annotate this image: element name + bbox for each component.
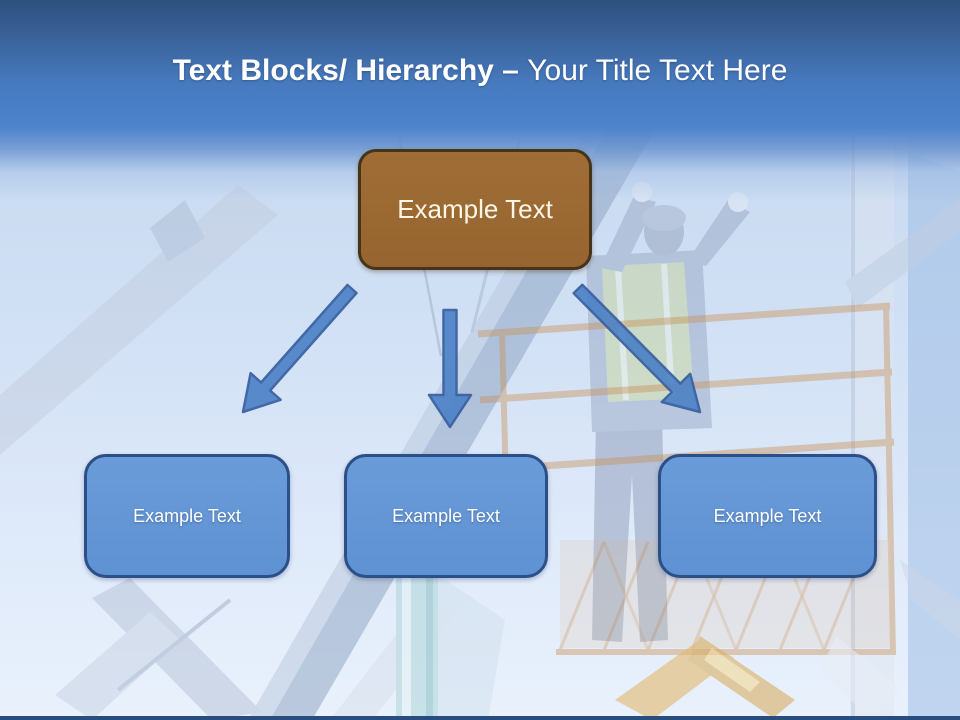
hierarchy-root-box[interactable]: Example Text xyxy=(358,149,592,270)
arrow-down-right-icon[interactable] xyxy=(572,283,702,414)
worker-head xyxy=(644,208,684,256)
worker-safety-vest xyxy=(602,262,694,402)
hierarchy-child-box-2[interactable]: Example Text xyxy=(344,454,548,578)
basket-mesh xyxy=(558,541,870,651)
slide-title[interactable]: Text Blocks/ Hierarchy –Your Title Text … xyxy=(0,54,960,88)
arrow-down-left-icon[interactable] xyxy=(241,283,358,414)
worker-arm-right xyxy=(688,200,750,266)
hierarchy-child-label: Example Text xyxy=(392,505,500,526)
footer-bar xyxy=(0,716,960,720)
hierarchy-root-label: Example Text xyxy=(397,194,553,224)
slide-title-bold: Text Blocks/ Hierarchy – xyxy=(172,54,519,87)
hierarchy-child-box-1[interactable]: Example Text xyxy=(84,454,290,578)
brace-bottom-left-1 xyxy=(92,578,262,720)
hierarchy-child-label: Example Text xyxy=(133,505,241,526)
worker-helmet xyxy=(642,205,686,231)
crane-beam-left xyxy=(0,185,278,455)
machinery-bottom-right xyxy=(615,636,900,720)
hierarchy-child-label: Example Text xyxy=(713,505,822,526)
brace-bottom-left-2 xyxy=(55,612,180,720)
worker-arm-left xyxy=(600,196,656,272)
hierarchy-child-box-3[interactable]: Example Text xyxy=(658,454,877,578)
beam-right-diagonal xyxy=(845,200,960,308)
rod-bottom-left xyxy=(116,598,232,692)
slide-title-regular: Your Title Text Here xyxy=(527,54,788,87)
arrow-down-icon[interactable] xyxy=(427,308,473,429)
worker-legs xyxy=(592,418,668,642)
beam-right-vertical xyxy=(850,128,894,720)
crane-bracket-left xyxy=(150,200,205,262)
glass-panel xyxy=(438,575,505,720)
